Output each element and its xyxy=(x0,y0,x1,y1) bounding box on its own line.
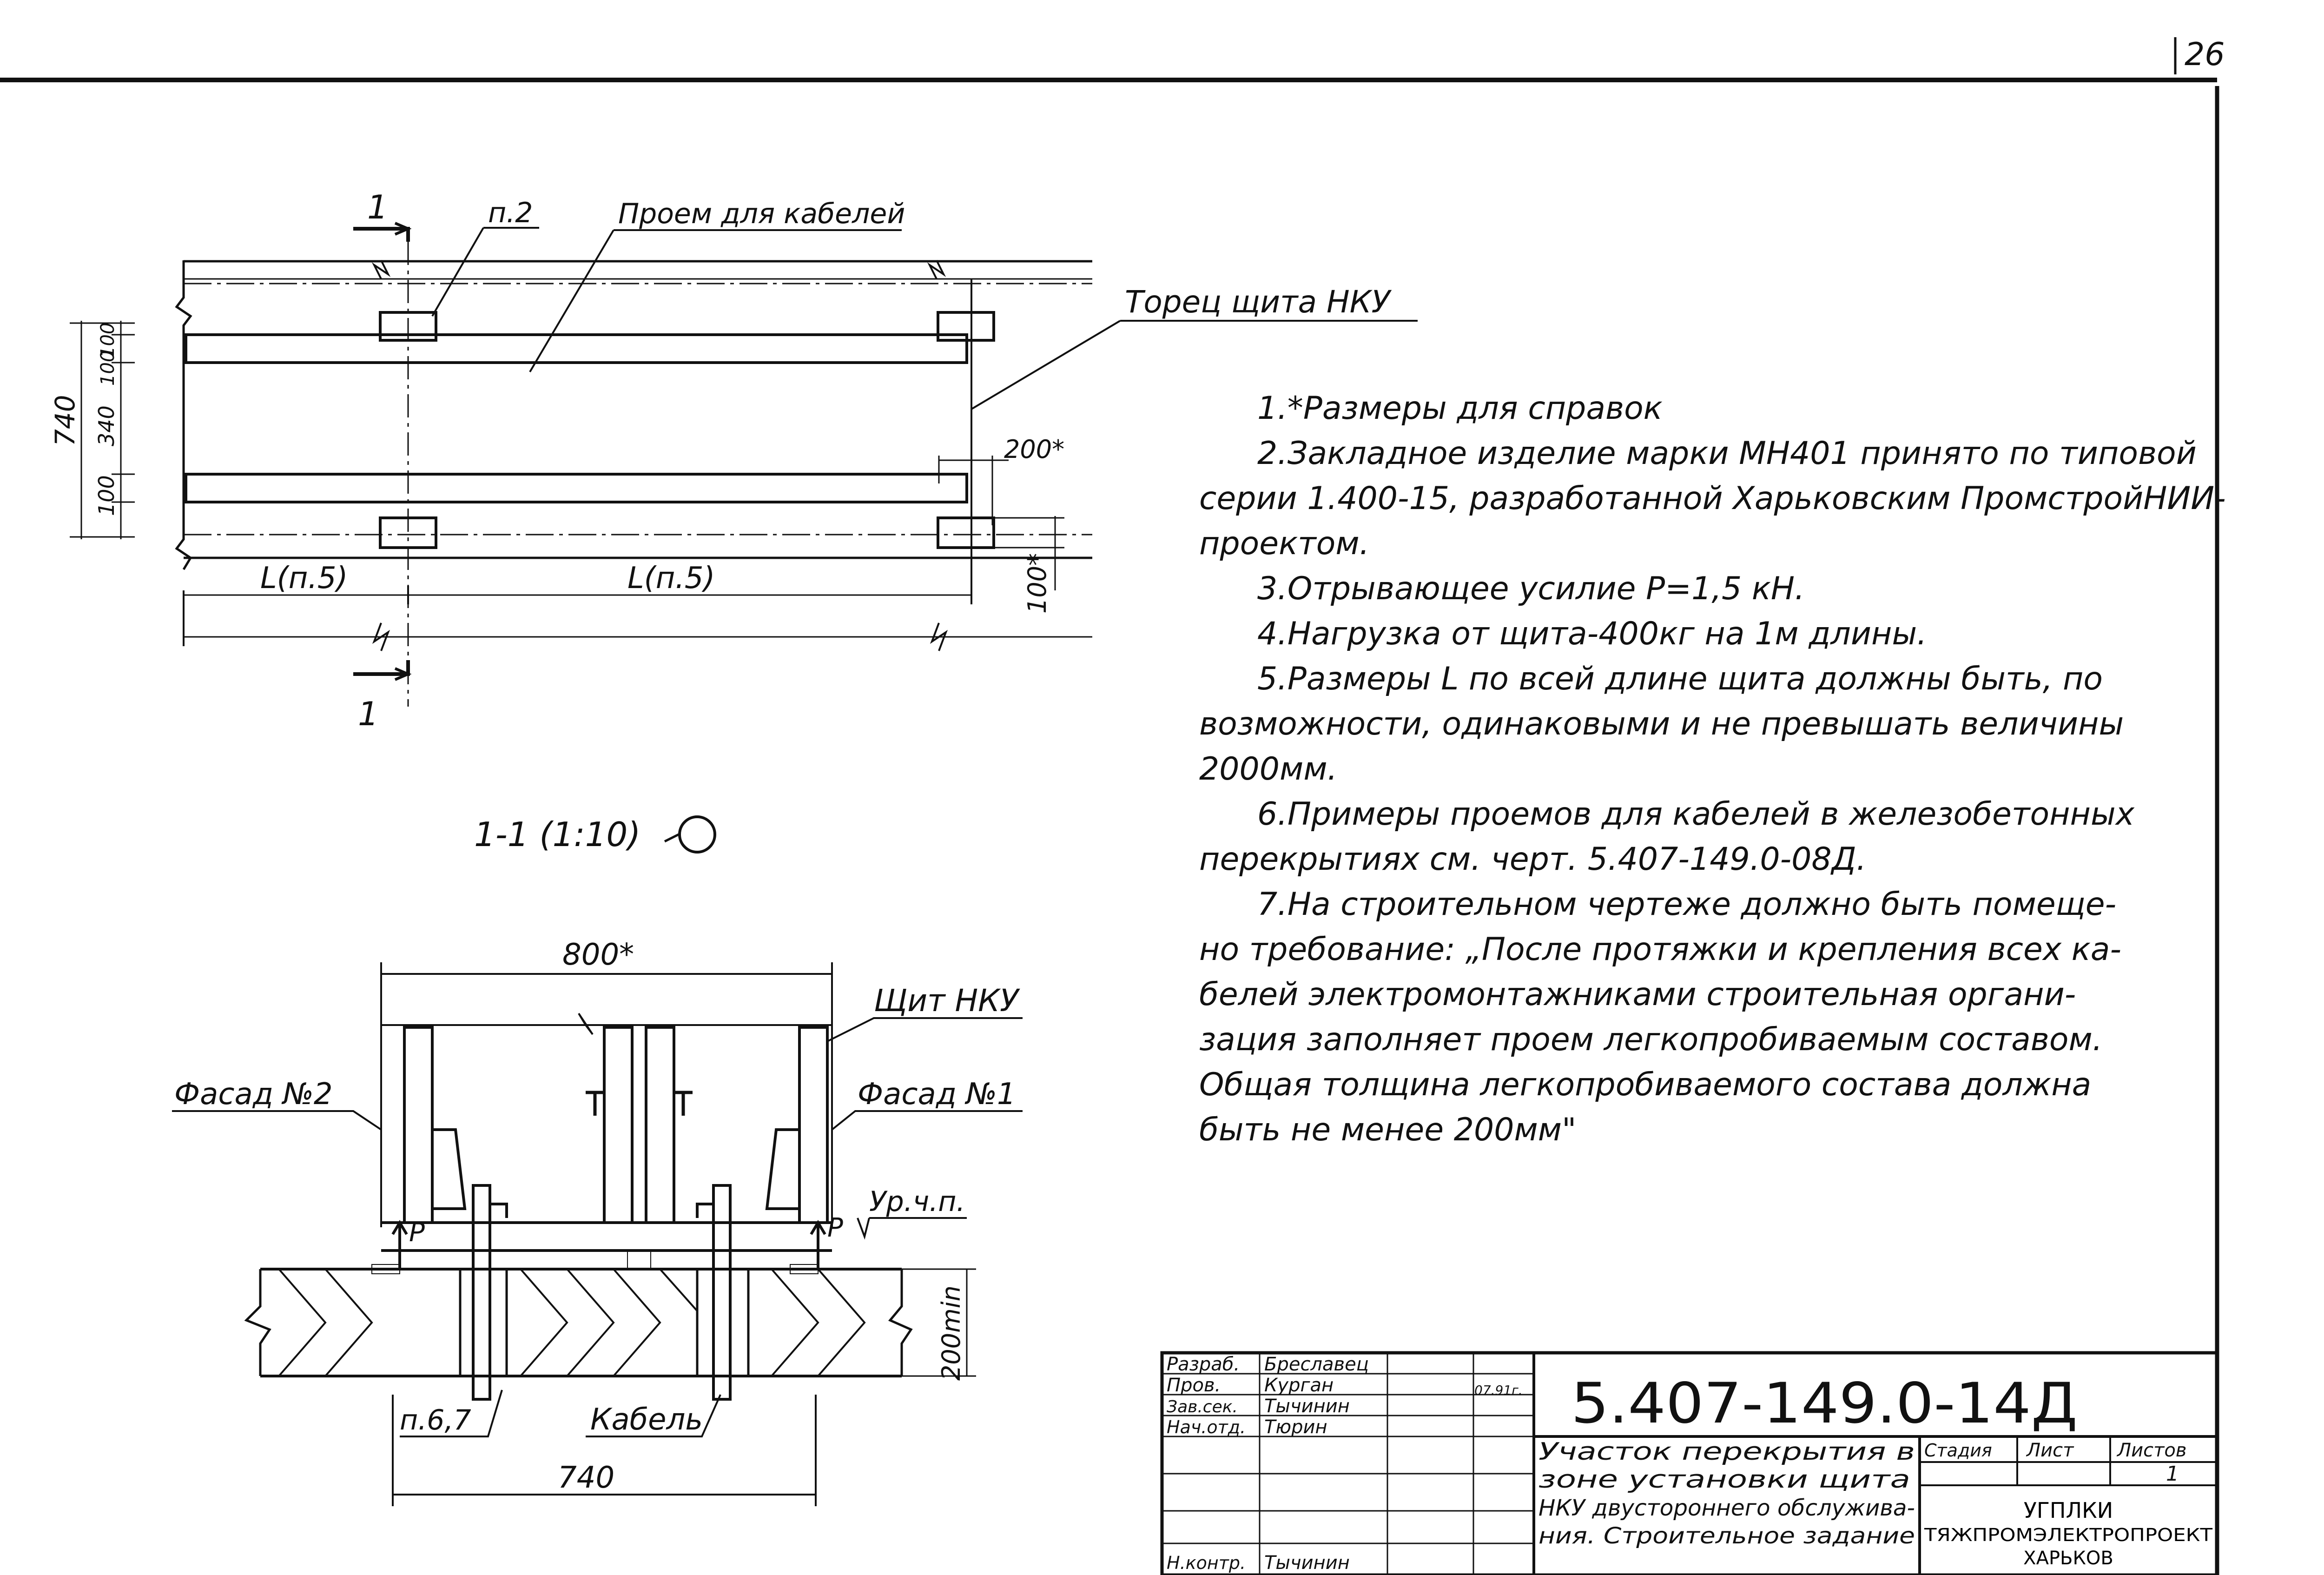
col-sheet: Лист xyxy=(2026,1440,2074,1461)
opening-top-bar xyxy=(185,333,968,364)
col-stage: Стадия xyxy=(1924,1440,1992,1461)
org-line: ТЯЖПРОМЭЛЕКТРОПРОЕКТ xyxy=(1924,1525,2213,1545)
notes-block: 1.*Размеры для справок 2.Закладное издел… xyxy=(1199,386,2226,1152)
dim-100-mid: 100 xyxy=(97,351,119,386)
panel-frame xyxy=(381,1012,832,1252)
label-force-left: P xyxy=(409,1218,425,1248)
label-facade2: Фасад №2 xyxy=(174,1077,333,1112)
description-line: ния. Строительное задание xyxy=(1538,1523,1915,1549)
page-number: 26 xyxy=(2185,36,2225,73)
plan-view: L(п.5) L(п.5) 740 340 100 100 100 200* 1… xyxy=(49,188,1418,733)
label-cable: Кабель xyxy=(590,1403,703,1437)
label-items-6-7: п.6,7 xyxy=(400,1404,471,1436)
floor-slab xyxy=(244,1250,913,1377)
role-label: Зав.сек. xyxy=(1167,1397,1238,1416)
role-rows: Разраб. Бреславец Пров. Курган Зав.сек. … xyxy=(1167,1354,1523,1574)
note-line: зация заполняет проем легкопробиваемым с… xyxy=(1199,1021,2103,1058)
embedded-plate xyxy=(937,516,995,549)
label-panel: Щит НКУ xyxy=(874,983,1020,1019)
note-line: 6.Примеры проемов для кабелей в железобе… xyxy=(1257,796,2134,833)
cable xyxy=(472,1184,491,1401)
role-label: Н.контр. xyxy=(1167,1553,1246,1573)
designation: 5.407-149.0-14Д xyxy=(1571,1371,2078,1436)
embedded-plate xyxy=(937,311,995,342)
dim-overall-740: 740 xyxy=(49,395,81,446)
label-end-face: Торец щита НКУ xyxy=(1125,284,1392,320)
opening-bottom-bar xyxy=(185,473,968,503)
label-facade1: Фасад №1 xyxy=(858,1077,1016,1112)
role-name: Курган xyxy=(1264,1375,1334,1396)
dim-340: 340 xyxy=(94,405,119,446)
dim-100-side: 100* xyxy=(1023,553,1052,614)
label-floor-level: Ур.ч.п. xyxy=(869,1185,965,1218)
col-sheets: Листов xyxy=(2116,1440,2186,1461)
note-line: 2.Закладное изделие марки МН401 принято … xyxy=(1257,435,2197,472)
cable xyxy=(712,1184,732,1401)
org-line: ХАРЬКОВ xyxy=(2023,1548,2113,1569)
note-line: быть не менее 200мм" xyxy=(1199,1112,1577,1148)
note-line: 7.На строительном чертеже должно быть по… xyxy=(1257,886,2117,923)
note-line: серии 1.400-15, разработанной Харьковски… xyxy=(1199,480,2226,517)
section-mark-bottom: 1 xyxy=(358,695,379,733)
dim-200: 200* xyxy=(1004,435,1064,464)
note-line: 3.Отрывающее усилие Р=1,5 кН. xyxy=(1257,570,1805,607)
cable-opening xyxy=(459,1184,750,1401)
description-line: зоне установки щита xyxy=(1538,1466,1910,1494)
note-line: 1.*Размеры для справок xyxy=(1257,390,1663,427)
role-name: Бреславец xyxy=(1264,1354,1369,1375)
note-line: проектом. xyxy=(1199,525,1370,562)
note-line: 5.Размеры L по всей длине щита должны бы… xyxy=(1257,661,2103,697)
sheet-frame: 26 xyxy=(0,36,2225,1575)
role-label: Нач.отд. xyxy=(1167,1417,1246,1437)
role-name: Тюрин xyxy=(1264,1416,1327,1438)
note-line: белей электромонтажниками строительная о… xyxy=(1199,976,2076,1013)
dim-L2: L(п.5) xyxy=(627,561,715,596)
note-line: 4.Нагрузка от щита-400кг на 1м длины. xyxy=(1257,615,1927,652)
role-label: Пров. xyxy=(1167,1375,1221,1396)
dim-200min: 200min xyxy=(937,1285,966,1381)
dim-800: 800* xyxy=(562,938,634,972)
section-title: 1-1 (1:10) xyxy=(474,815,640,854)
label-force-right: P xyxy=(827,1213,843,1243)
sheets-value: 1 xyxy=(2166,1462,2179,1486)
section-mark-top: 1 xyxy=(367,188,388,226)
note-line: но требование: „После протяжки и креплен… xyxy=(1199,931,2121,968)
note-line: Общая толщина легкопробиваемого состава … xyxy=(1199,1066,2092,1103)
label-item2: п.2 xyxy=(488,197,533,229)
title-block: Разраб. Бреславец Пров. Курган Зав.сек. … xyxy=(1160,1351,2219,1575)
note-line: возможности, одинаковыми и не превышать … xyxy=(1199,706,2124,742)
dim-L1: L(п.5) xyxy=(260,561,348,596)
description-line: Участок перекрытия в xyxy=(1538,1438,1915,1466)
dim-100-bot: 100 xyxy=(94,475,119,516)
date: 07.91г. xyxy=(1474,1383,1523,1398)
section-view: 1-1 (1:10) 800* Щит НКУ Фасад №2 Фасад №… xyxy=(172,815,1023,1506)
view-circle xyxy=(678,815,716,854)
note-line: 2000мм. xyxy=(1199,751,1338,788)
org-line: УГПЛКИ xyxy=(2024,1498,2113,1523)
role-name: Тычинин xyxy=(1264,1396,1350,1417)
role-label: Разраб. xyxy=(1167,1354,1240,1375)
label-opening: Проем для кабелей xyxy=(618,198,905,230)
description-line: НКУ двустороннего обслужива- xyxy=(1538,1495,1915,1521)
role-name: Тычинин xyxy=(1264,1552,1350,1574)
dim-100-top: 100 xyxy=(97,323,119,358)
note-line: перекрытиях см. черт. 5.407-149.0-08Д. xyxy=(1199,841,1867,878)
dim-740-bottom: 740 xyxy=(558,1461,614,1495)
